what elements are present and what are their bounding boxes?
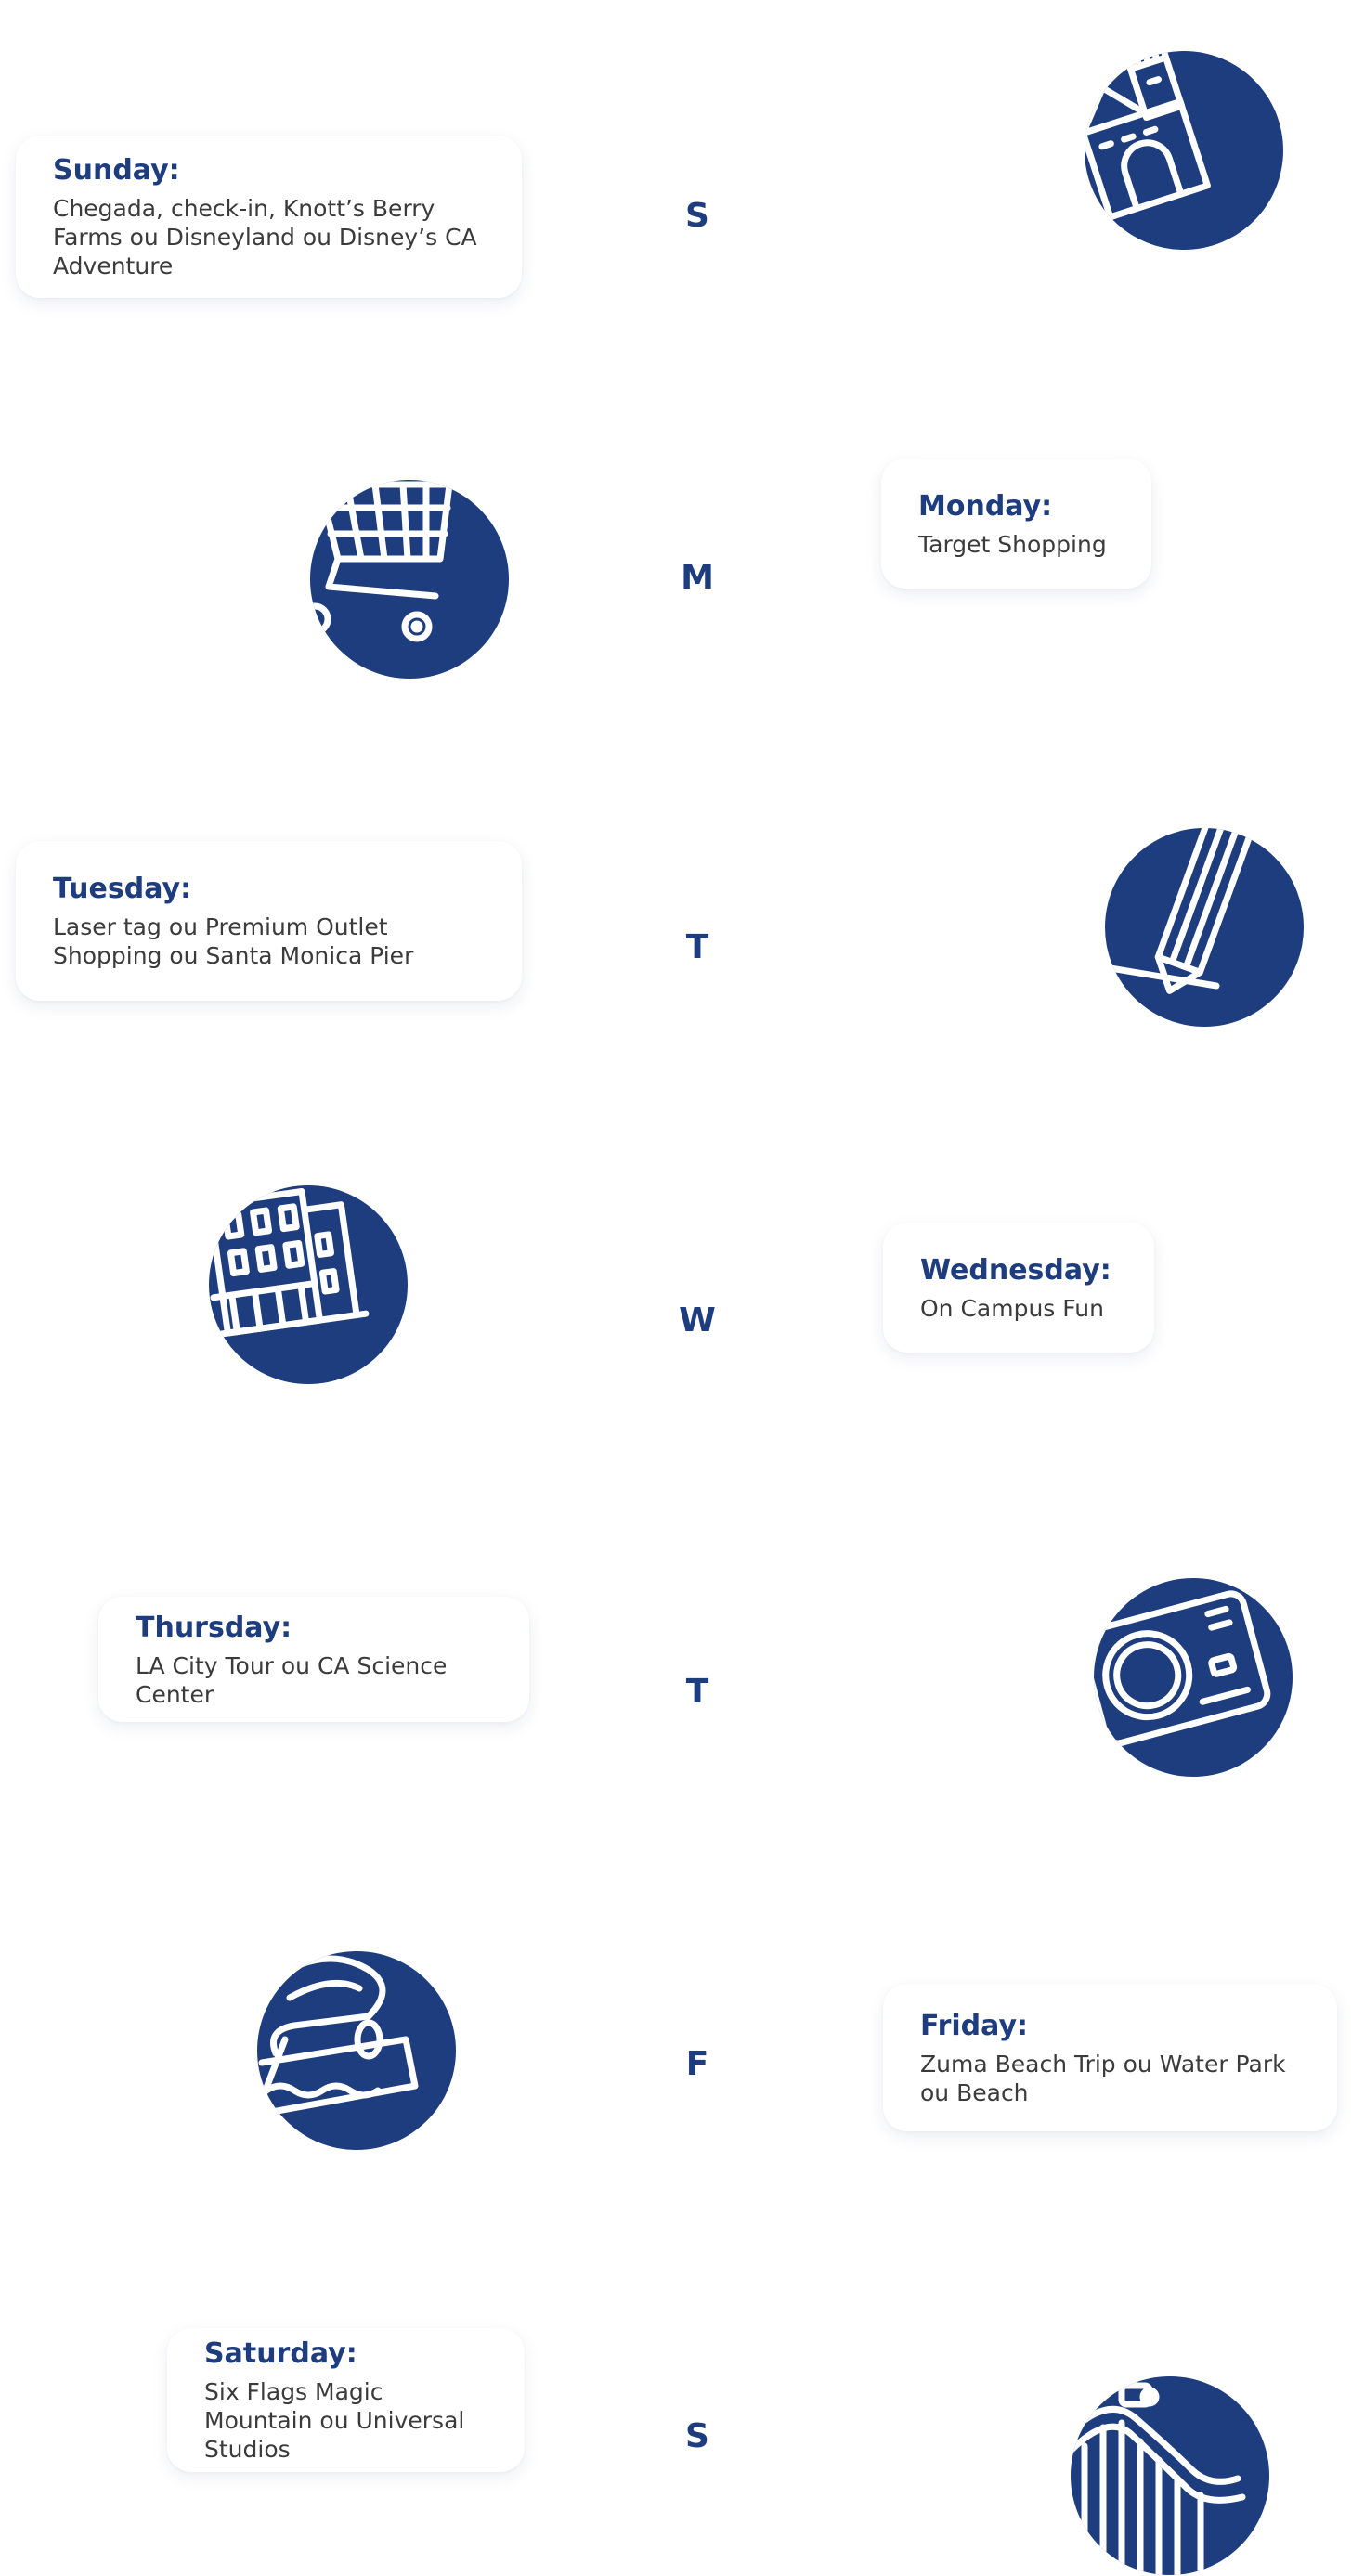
day-description: Target Shopping xyxy=(918,530,1107,558)
shopping-cart-icon xyxy=(310,480,509,679)
day-card-sunday: Sunday: Chegada, check-in, Knott’s Berry… xyxy=(16,136,522,298)
day-description: Laser tag ou Premium Outlet Shopping ou … xyxy=(53,913,414,969)
day-card-monday: Monday: Target Shopping xyxy=(881,459,1151,589)
day-title: Thursday: xyxy=(136,1611,292,1644)
day-title: Friday: xyxy=(920,2009,1029,2042)
day-description: Six Flags Magic Mountain ou Universal St… xyxy=(204,2378,465,2463)
campus-building-icon xyxy=(209,1185,408,1384)
day-card-wednesday: Wednesday: On Campus Fun xyxy=(883,1223,1154,1353)
day-letter: T xyxy=(685,928,709,966)
day-title: Sunday: xyxy=(53,154,180,187)
day-description: Zuma Beach Trip ou Water Park ou Beach xyxy=(920,2050,1286,2106)
day-card-tuesday: Tuesday: Laser tag ou Premium Outlet Sho… xyxy=(16,841,522,1001)
day-title: Wednesday: xyxy=(920,1253,1111,1287)
day-letter: F xyxy=(685,2045,709,2083)
day-description: On Campus Fun xyxy=(920,1294,1104,1322)
day-card-saturday: Saturday: Six Flags Magic Mountain ou Un… xyxy=(167,2328,525,2472)
day-letter: S xyxy=(685,2417,709,2455)
day-description: Chegada, check-in, Knott’s Berry Farms o… xyxy=(53,195,477,279)
pencil-icon xyxy=(1105,828,1304,1027)
roller-coaster-icon xyxy=(1071,2376,1269,2575)
day-title: Saturday: xyxy=(204,2337,357,2370)
day-letter: M xyxy=(681,559,714,597)
day-letter: W xyxy=(679,1301,716,1340)
water-slide-icon xyxy=(257,1951,456,2150)
camera-icon xyxy=(1094,1578,1293,1777)
day-letter: S xyxy=(685,197,709,235)
day-card-thursday: Thursday: LA City Tour ou CA Science Cen… xyxy=(98,1597,529,1722)
day-letter: T xyxy=(685,1673,709,1711)
castle-icon xyxy=(1085,51,1283,250)
day-title: Monday: xyxy=(918,489,1053,523)
day-description: LA City Tour ou CA Science Center xyxy=(136,1651,448,1708)
day-card-friday: Friday: Zuma Beach Trip ou Water Park ou… xyxy=(883,1984,1337,2131)
day-title: Tuesday: xyxy=(53,873,192,905)
